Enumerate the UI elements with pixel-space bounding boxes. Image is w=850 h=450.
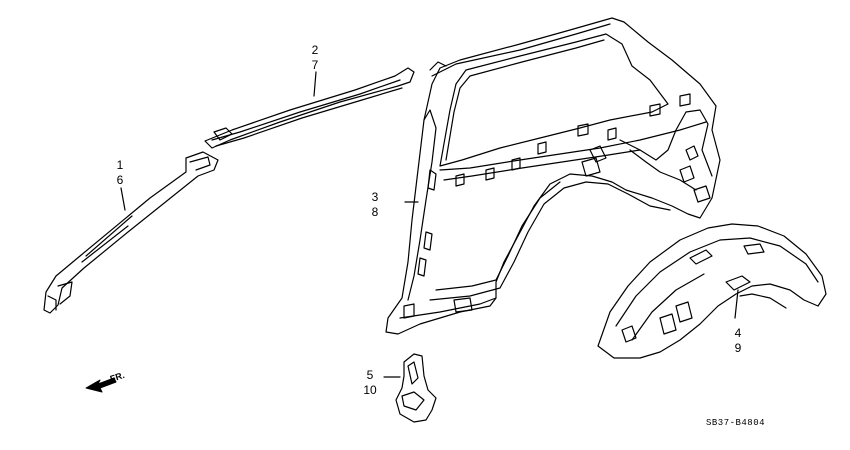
callout-3-8: 3 8: [367, 190, 383, 220]
callout-number: 6: [116, 173, 124, 187]
callout-number: 7: [311, 58, 319, 72]
quarter-panel-inner-part: [386, 18, 720, 334]
callout-4-9: 4 9: [730, 326, 746, 356]
wheelhouse-inner-part: [598, 224, 826, 358]
callout-1-6: 1 6: [112, 158, 128, 188]
callout-number: 5: [366, 368, 374, 382]
callout-number: 3: [371, 190, 379, 204]
callout-2-7: 2 7: [307, 43, 323, 73]
callout-number: 2: [311, 43, 319, 57]
front-direction-arrow-icon: [86, 378, 116, 392]
roof-side-rail-part: [205, 68, 414, 148]
callout-number: 10: [363, 383, 377, 397]
callout-5-10: 5 10: [360, 368, 380, 398]
callout-number: 1: [116, 158, 124, 172]
a-pillar-inner-part: [44, 152, 218, 313]
callout-number: 8: [371, 205, 379, 219]
bracket-part: [384, 354, 436, 422]
callout-number: 4: [734, 326, 742, 340]
callout-number: 9: [734, 341, 742, 355]
drawing-code: SB37-B4804: [706, 418, 766, 428]
